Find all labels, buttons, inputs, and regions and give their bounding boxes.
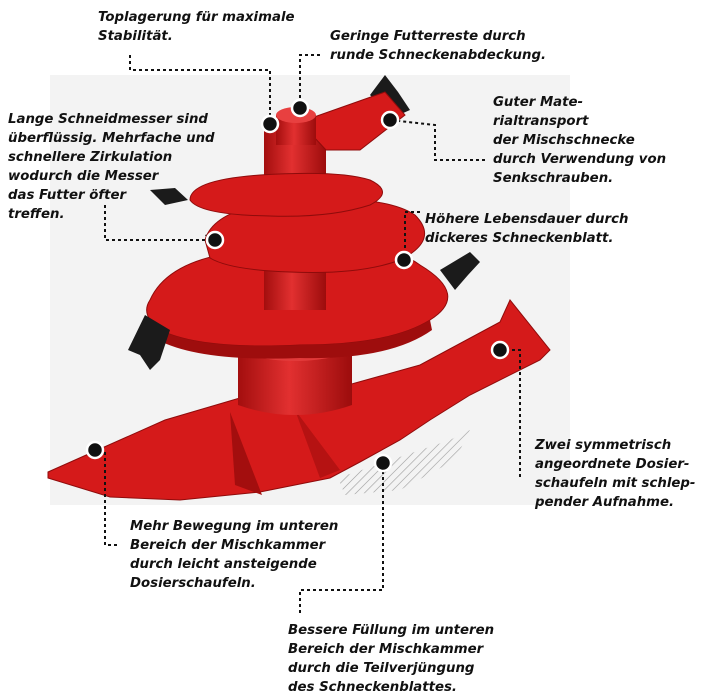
upper-flight — [189, 172, 383, 217]
annotation-lifetime: Höhere Lebensdauer durch dickeres Schnec… — [425, 212, 629, 246]
annotation-transport: Guter Mate- rialtransport der Mischschne… — [493, 95, 667, 186]
marker-round-cover — [290, 98, 310, 118]
leader-round-cover — [299, 54, 320, 108]
marker-top-bearing — [260, 114, 280, 134]
annotation-filling: Bessere Füllung im unteren Bereich der M… — [288, 623, 495, 695]
tapered-blade-hatch — [338, 430, 470, 495]
marker-dosing — [490, 340, 510, 360]
leader-filling — [299, 465, 384, 615]
knife-top — [370, 75, 410, 118]
knife-left-lower — [128, 315, 170, 370]
knife-left-upper — [150, 188, 188, 205]
marker-knives — [205, 230, 225, 250]
leader-top-bearing — [129, 55, 271, 122]
lower-hub — [238, 345, 352, 415]
annotation-round-cover: Geringe Futterreste durch runde Schnecke… — [330, 29, 547, 63]
dosing-plate-fold-2 — [295, 410, 340, 478]
knife-right — [440, 252, 480, 290]
annotation-knives: Lange Schneidmesser sind überflüssig. Me… — [8, 112, 215, 222]
marker-movement — [85, 440, 105, 460]
top-flight — [299, 91, 406, 151]
dosing-plate-fold — [230, 412, 262, 495]
annotation-movement: Mehr Bewegung im unteren Bereich der Mis… — [130, 519, 339, 591]
callout-markers — [85, 98, 510, 473]
marker-lifetime — [394, 250, 414, 270]
annotation-top-bearing: Toplagerung für maximale Stabilität. — [98, 10, 295, 44]
leader-lifetime — [404, 211, 420, 260]
annotation-dosing: Zwei symmetrisch angeordnete Dosier- sch… — [535, 438, 696, 510]
leader-knives — [104, 205, 215, 241]
lower-flight-edge — [158, 320, 432, 359]
leader-transport — [389, 119, 485, 161]
marker-transport — [380, 110, 400, 130]
marker-filling — [373, 453, 393, 473]
